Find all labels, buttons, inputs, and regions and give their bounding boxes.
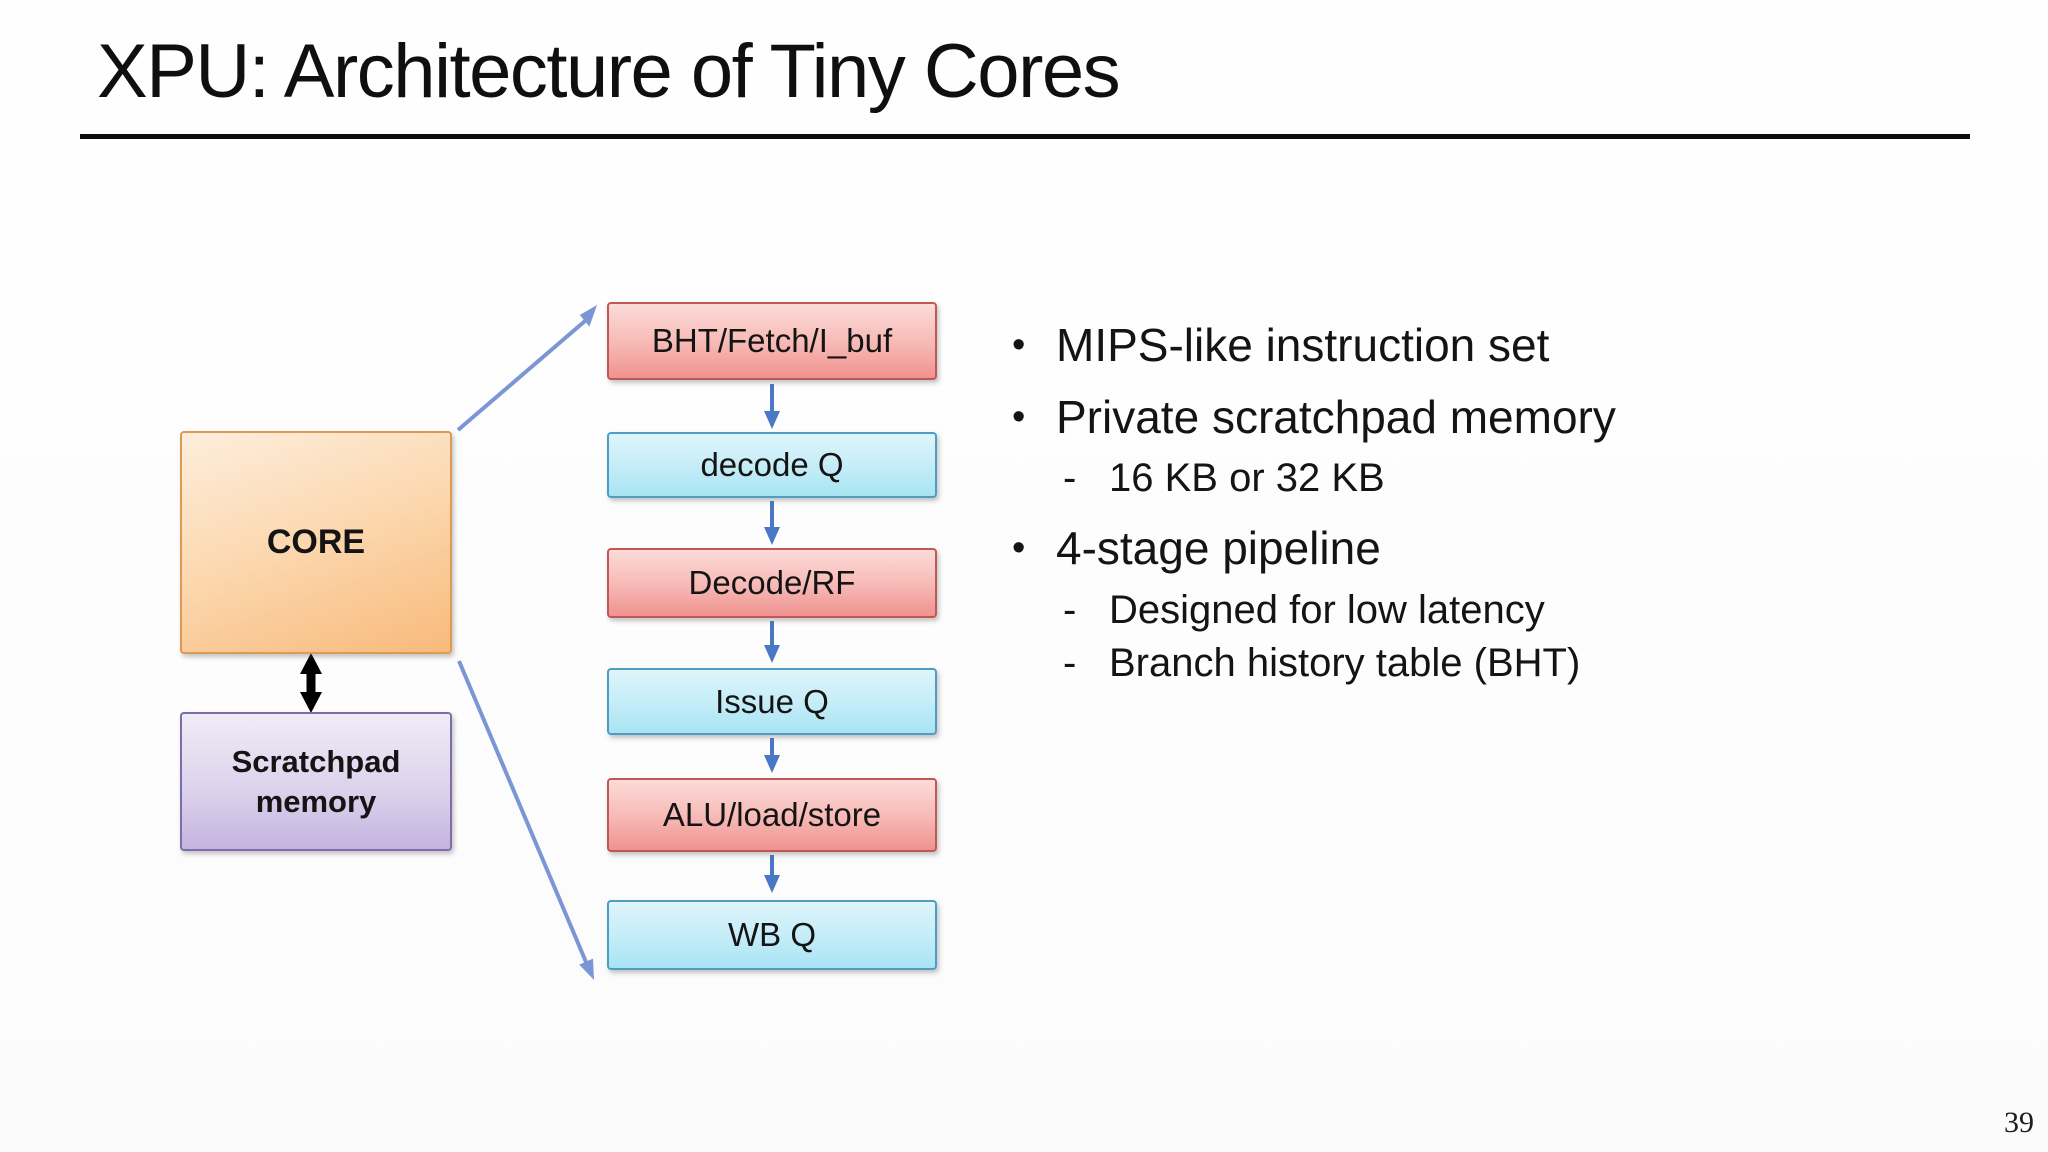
pipeline-box-label: BHT/Fetch/I_buf (651, 322, 893, 359)
bullet-text: 16 KB or 32 KB (1109, 456, 1385, 500)
pipeline-box-label: Decode/RF (688, 564, 856, 601)
slide-title: XPU: Architecture of Tiny Cores (97, 29, 1121, 114)
dash-marker-icon: - (1063, 641, 1077, 685)
pipeline-box-alu-load-store: ALU/load/store (607, 778, 937, 852)
bullet-text: 4-stage pipeline (1056, 522, 1381, 574)
bullet-text: MIPS-like instruction set (1056, 319, 1550, 371)
pipeline-box-bht-fetch-ibuf: BHT/Fetch/I_buf (607, 302, 937, 380)
sub-bullet-low-latency: - Designed for low latency (1063, 587, 1545, 633)
decoderf-to-issueq-arrow-icon (764, 621, 780, 663)
core-box-label: CORE (266, 523, 366, 561)
bullet-text: Private scratchpad memory (1056, 391, 1616, 443)
dash-marker-icon: - (1063, 588, 1077, 632)
pipeline-box-decode-rf: Decode/RF (607, 548, 937, 618)
scratchpad-memory-box: Scratchpad memory (180, 712, 452, 851)
alu-to-wbq-arrow-icon (764, 855, 780, 893)
pipeline-box-label: WB Q (728, 916, 816, 953)
scratchpad-memory-label: Scratchpad memory (231, 743, 401, 819)
bullet-text: Branch history table (BHT) (1109, 641, 1581, 685)
bullet-dot-icon: • (1012, 396, 1026, 438)
bullet-text: Designed for low latency (1109, 588, 1545, 632)
pipeline-box-wb-q: WB Q (607, 900, 937, 970)
title-underline (80, 134, 1970, 139)
sub-bullet-capacity: - 16 KB or 32 KB (1063, 455, 1385, 501)
fetch-to-decodeq-arrow-icon (764, 384, 780, 429)
bullet-mips-instruction-set: • MIPS-like instruction set (1012, 319, 1549, 372)
pipeline-box-label: Issue Q (715, 682, 829, 720)
pipeline-box-label: decode Q (700, 446, 844, 483)
bullet-private-scratchpad: • Private scratchpad memory (1012, 391, 1616, 444)
pipeline-box-issue-q: Issue Q (607, 668, 937, 735)
bullet-dot-icon: • (1012, 527, 1026, 569)
pipeline-box-decode-q: decode Q (607, 432, 937, 498)
pipeline-box-label: ALU/load/store (662, 796, 882, 833)
decodeq-to-decoderf-arrow-icon (764, 501, 780, 545)
page-number: 39 (2004, 1106, 2034, 1139)
core-to-fetch-arrow-icon (456, 305, 597, 432)
sub-bullet-branch-history-table: - Branch history table (BHT) (1063, 640, 1580, 686)
core-scratchpad-double-arrow-icon (300, 653, 322, 713)
core-box: CORE (180, 431, 452, 654)
bullet-dot-icon: • (1012, 324, 1026, 366)
bullet-4-stage-pipeline: • 4-stage pipeline (1012, 522, 1381, 575)
issueq-to-alu-arrow-icon (764, 738, 780, 773)
core-to-wbq-arrow-icon (457, 660, 594, 980)
dash-marker-icon: - (1063, 456, 1077, 500)
